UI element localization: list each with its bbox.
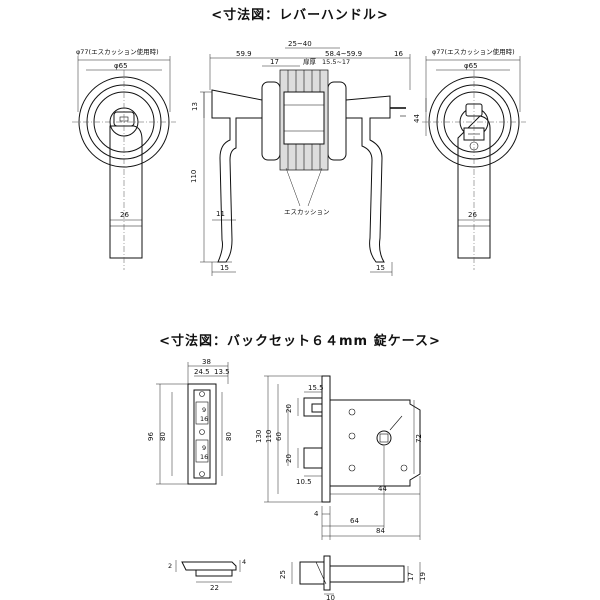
lever-front-view-right: φ77(エスカッション使用時) φ65 26 44 — [413, 47, 526, 270]
dim-16-bot: 16 — [200, 453, 208, 461]
dim-110-case: 110 — [265, 430, 273, 443]
dim-19: 19 — [419, 572, 427, 581]
dim-10: 10 — [326, 594, 335, 600]
dim-64: 64 — [350, 517, 359, 525]
dim-44-case: 44 — [378, 485, 387, 493]
dim-15-5: 15.5 — [308, 384, 324, 392]
dim-d65-left: φ65 — [114, 62, 128, 70]
dim-9-bot: 9 — [202, 444, 206, 452]
dim-w26-left: 26 — [120, 211, 129, 219]
case-faceplate-front: 38 24.5 13.5 9 16 9 16 96 80 80 — [147, 358, 233, 485]
dim-4: 4 — [314, 510, 319, 518]
dim-25-40: 25~40 — [288, 40, 312, 48]
dim-16: 16 — [394, 50, 403, 58]
dim-58-4-59-9: 58.4~59.9 — [325, 50, 362, 58]
dim-20-top: 20 — [285, 404, 293, 413]
dim-80-left: 80 — [159, 432, 167, 441]
dim-10-5: 10.5 — [296, 478, 312, 486]
door-thickness-label: 扉厚 — [303, 57, 317, 66]
dim-13-5: 13.5 — [214, 368, 230, 376]
dim-9-top: 9 — [202, 406, 206, 414]
dim-d77-left: φ77(エスカッション使用時) — [76, 47, 159, 56]
dim-15-left: 15 — [220, 264, 229, 272]
strike-plate-view: 2 4 22 — [168, 558, 246, 592]
dim-24-5: 24.5 — [194, 368, 210, 376]
case-bottom-view: 25 10 17 19 — [279, 555, 427, 600]
dim-20-bot: 20 — [285, 454, 293, 463]
dim-13: 13 — [191, 102, 199, 111]
escutcheon-label: エスカッション — [284, 208, 330, 216]
dim-44-lever: 44 — [413, 114, 421, 123]
dim-96: 96 — [147, 432, 155, 441]
dim-d65-right: φ65 — [464, 62, 478, 70]
dim-11: 11 — [216, 210, 225, 218]
dim-60: 60 — [275, 432, 283, 441]
dim-22: 22 — [210, 584, 219, 592]
dim-80-right: 80 — [225, 432, 233, 441]
dim-130: 130 — [255, 430, 263, 443]
dim-15-5-17: 15.5~17 — [322, 58, 350, 66]
dim-59-9-left: 59.9 — [236, 50, 252, 58]
dim-15-right: 15 — [376, 264, 385, 272]
lever-front-view-left: φ77(エスカッション使用時) φ65 26 — [72, 47, 176, 270]
dim-d77-right: φ77(エスカッション使用時) — [432, 47, 515, 56]
dim-72: 72 — [415, 434, 423, 443]
lever-handle-title: <寸法図：レバーハンドル> — [211, 8, 389, 23]
dim-110: 110 — [190, 170, 198, 183]
dim-4-small: 4 — [242, 558, 246, 566]
dim-38: 38 — [202, 358, 211, 366]
case-side-view: 130 110 60 20 20 15.5 10.5 72 44 4 64 84 — [255, 375, 423, 540]
dim-w26-right: 26 — [468, 211, 477, 219]
dim-2: 2 — [168, 562, 172, 570]
dim-17: 17 — [270, 58, 279, 66]
dim-17-case: 17 — [407, 572, 415, 581]
dim-25: 25 — [279, 570, 287, 579]
backset-case-title: <寸法図：バックセット６４mm 錠ケース> — [159, 334, 441, 349]
dim-84: 84 — [376, 527, 385, 535]
dim-16-top: 16 — [200, 415, 208, 423]
lever-side-view: 25~40 59.9 58.4~59.9 16 17 扉厚 15.5~17 11… — [190, 40, 411, 276]
